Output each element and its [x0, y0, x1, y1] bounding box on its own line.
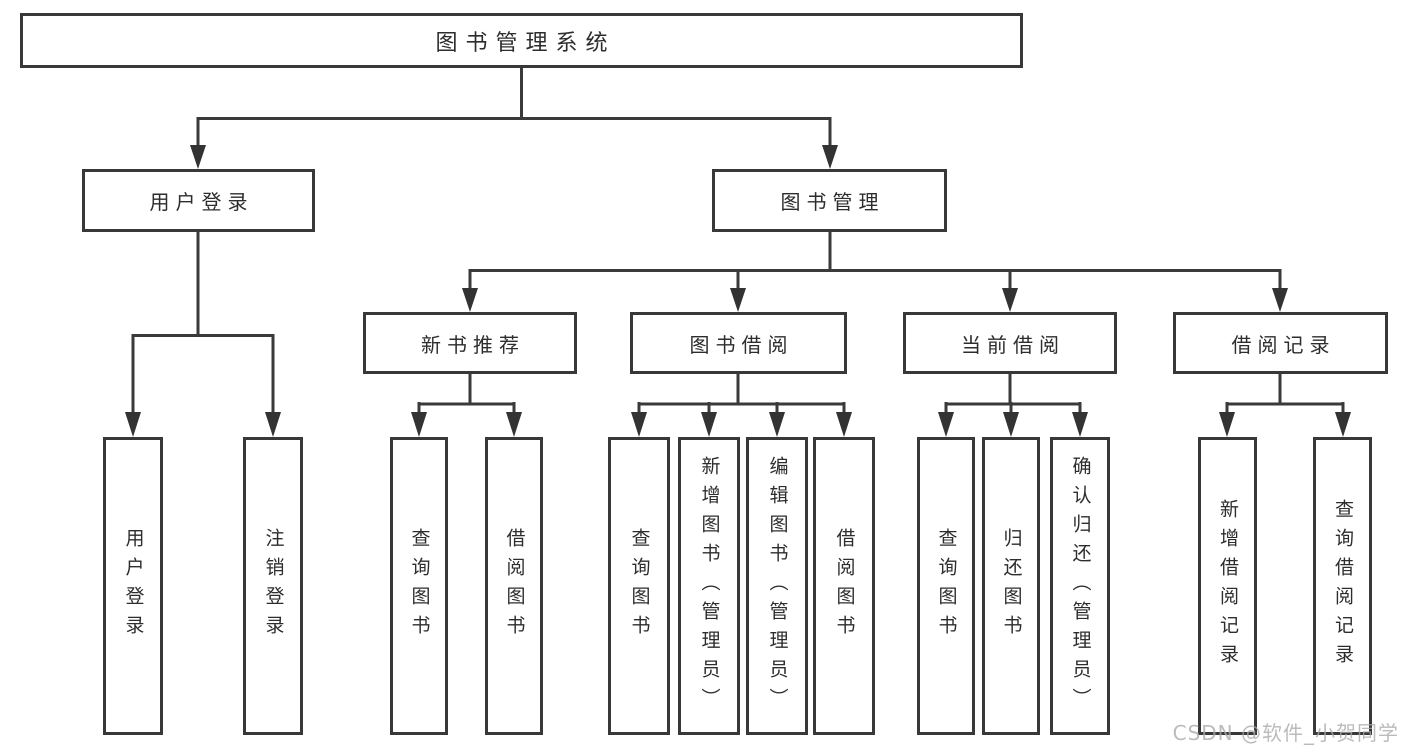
leaf-add-books-admin: 新增图书（管理员）	[678, 437, 740, 735]
leaf-query-books-borrowing: 查询图书	[608, 437, 670, 735]
node-user-login-branch: 用户登录	[82, 169, 315, 232]
leaf-borrow-books-newbooks-label: 借阅图书	[503, 528, 526, 644]
leaf-add-borrow-record: 新增借阅记录	[1198, 437, 1257, 735]
leaf-user-login: 用户登录	[103, 437, 163, 735]
node-book-borrowing: 图书借阅	[630, 312, 847, 374]
leaf-add-borrow-record-label: 新增借阅记录	[1217, 499, 1239, 673]
leaf-query-books-newbooks: 查询图书	[390, 437, 448, 735]
leaf-query-books-newbooks-label: 查询图书	[408, 528, 431, 644]
node-library-management-system: 图书管理系统	[20, 13, 1023, 68]
leaf-add-books-admin-label: 新增图书（管理员）	[698, 455, 721, 717]
leaf-edit-books-admin-label: 编辑图书（管理员）	[766, 455, 789, 717]
node-borrowing-records: 借阅记录	[1173, 312, 1388, 374]
csdn-watermark: CSDN @软件_小贺同学	[1172, 721, 1399, 745]
leaf-query-books-current: 查询图书	[917, 437, 975, 735]
leaf-logout: 注销登录	[243, 437, 303, 735]
leaf-borrow-books-borrowing: 借阅图书	[813, 437, 875, 735]
leaf-query-books-borrowing-label: 查询图书	[628, 528, 651, 644]
leaf-query-borrow-record-label: 查询借阅记录	[1332, 499, 1354, 673]
leaf-confirm-return-admin: 确认归还（管理员）	[1050, 437, 1110, 735]
node-new-book-recommendation: 新书推荐	[363, 312, 577, 374]
leaf-user-login-label: 用户登录	[122, 528, 145, 644]
leaf-borrow-books-borrowing-label: 借阅图书	[833, 528, 856, 644]
node-current-borrowing: 当前借阅	[903, 312, 1117, 374]
leaf-logout-label: 注销登录	[262, 528, 285, 644]
leaf-return-books: 归还图书	[982, 437, 1040, 735]
leaf-edit-books-admin: 编辑图书（管理员）	[746, 437, 808, 735]
leaf-return-books-label: 归还图书	[1000, 528, 1023, 644]
leaf-query-borrow-record: 查询借阅记录	[1313, 437, 1372, 735]
leaf-confirm-return-admin-label: 确认归还（管理员）	[1069, 455, 1092, 717]
node-book-management-branch: 图书管理	[712, 169, 947, 232]
leaf-borrow-books-newbooks: 借阅图书	[485, 437, 543, 735]
leaf-query-books-current-label: 查询图书	[935, 528, 958, 644]
